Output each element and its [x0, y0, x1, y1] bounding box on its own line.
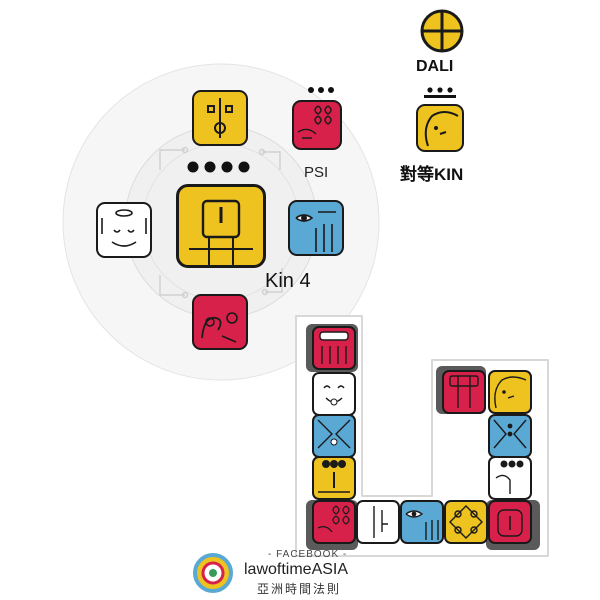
wavespell-tile-11	[488, 414, 532, 458]
wavespell-tile-12	[488, 370, 532, 414]
kin-number-label: Kin 4	[265, 270, 311, 292]
seed-glyph-icon	[318, 460, 350, 493]
guide-glyph-sun	[192, 90, 248, 146]
wavespell-tile-6	[356, 500, 400, 544]
monkey-glyph-icon	[493, 419, 527, 449]
night-pattern-icon	[297, 105, 332, 139]
wavespell-tile-3	[312, 414, 356, 458]
antipode-glyph-wind	[96, 202, 152, 258]
destiny-glyph-seed	[176, 184, 266, 268]
hand-glyph-icon	[405, 510, 439, 540]
occult-glyph-serpent	[192, 294, 248, 350]
eye-glyph-icon	[295, 211, 336, 252]
seed-glyph-icon	[189, 199, 253, 265]
dragon-glyph-icon	[319, 331, 349, 364]
star-glyph-icon	[449, 505, 483, 539]
kin-tone-dots-icon	[187, 161, 250, 173]
wavespell-tile-7	[400, 500, 444, 544]
psi-label: PSI	[304, 164, 329, 181]
lawoftime-logo-icon	[193, 553, 233, 593]
moon-glyph-icon	[497, 509, 523, 537]
sun-face-icon	[207, 98, 233, 138]
wavespell-tile-5	[312, 500, 356, 544]
wavespell-tile-4	[312, 456, 356, 500]
dali-label: DALI	[416, 58, 454, 75]
wavespell-tile-10	[488, 456, 532, 500]
world-bridger-glyph-icon	[373, 506, 388, 538]
analog-kin-dot-bar-icon	[424, 87, 456, 98]
night-glyph-icon	[317, 419, 351, 449]
wavespell-tile-9	[488, 500, 532, 544]
facebook-label: - FACEBOOK -	[268, 549, 348, 560]
brand-chinese: 亞洲時間法則	[257, 582, 342, 596]
psi-glyph	[292, 100, 342, 150]
skywalker-glyph-icon	[449, 375, 479, 408]
analog-kin-glyph	[416, 104, 464, 152]
analog-kin-label: 對等KIN	[400, 165, 464, 184]
serpent-glyph-icon	[317, 505, 350, 533]
face-glyph-icon	[424, 111, 459, 147]
wavespell-tile-13	[442, 370, 486, 414]
analog-glyph-hand	[288, 200, 344, 256]
human-glyph-icon	[494, 376, 527, 409]
dog-glyph-icon	[495, 460, 524, 494]
brand-name: lawoftimeASIA	[244, 561, 349, 578]
psi-dots-icon	[308, 87, 334, 93]
wavespell-tile-1	[312, 326, 356, 370]
wavespell-tile-8	[444, 500, 488, 544]
wind-face-icon	[101, 209, 147, 247]
serpent-glyph-icon	[201, 312, 238, 343]
wavespell-tile-2	[312, 372, 356, 416]
dali-plasma-icon	[420, 9, 464, 53]
wind-face-icon	[323, 385, 345, 406]
